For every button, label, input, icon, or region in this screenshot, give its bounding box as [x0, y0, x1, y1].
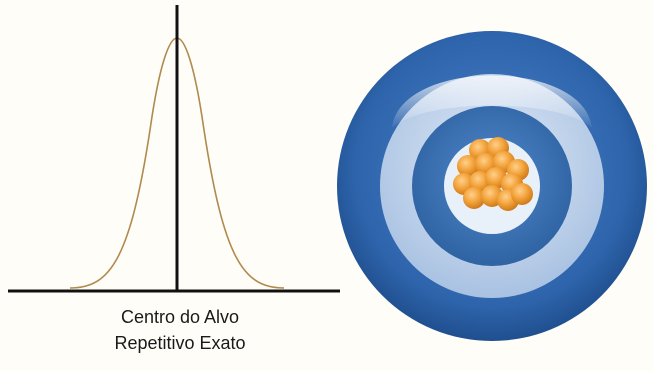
hit-dot — [457, 155, 479, 177]
hit-dot — [463, 187, 485, 209]
gloss-highlight — [392, 75, 592, 128]
caption-line-1: Centro do Alvo — [120, 307, 240, 327]
caption-line-2: Repetitivo Exato — [114, 333, 246, 353]
distribution-panel: Centro do Alvo Repetitivo Exato — [8, 5, 340, 356]
bell-curve-chart — [8, 5, 340, 293]
axis-caption: Centro do Alvo Repetitivo Exato — [40, 304, 320, 356]
target-icon — [337, 31, 647, 341]
target-panel — [330, 18, 650, 358]
hit-cluster — [453, 137, 533, 211]
hit-dot — [511, 183, 533, 205]
